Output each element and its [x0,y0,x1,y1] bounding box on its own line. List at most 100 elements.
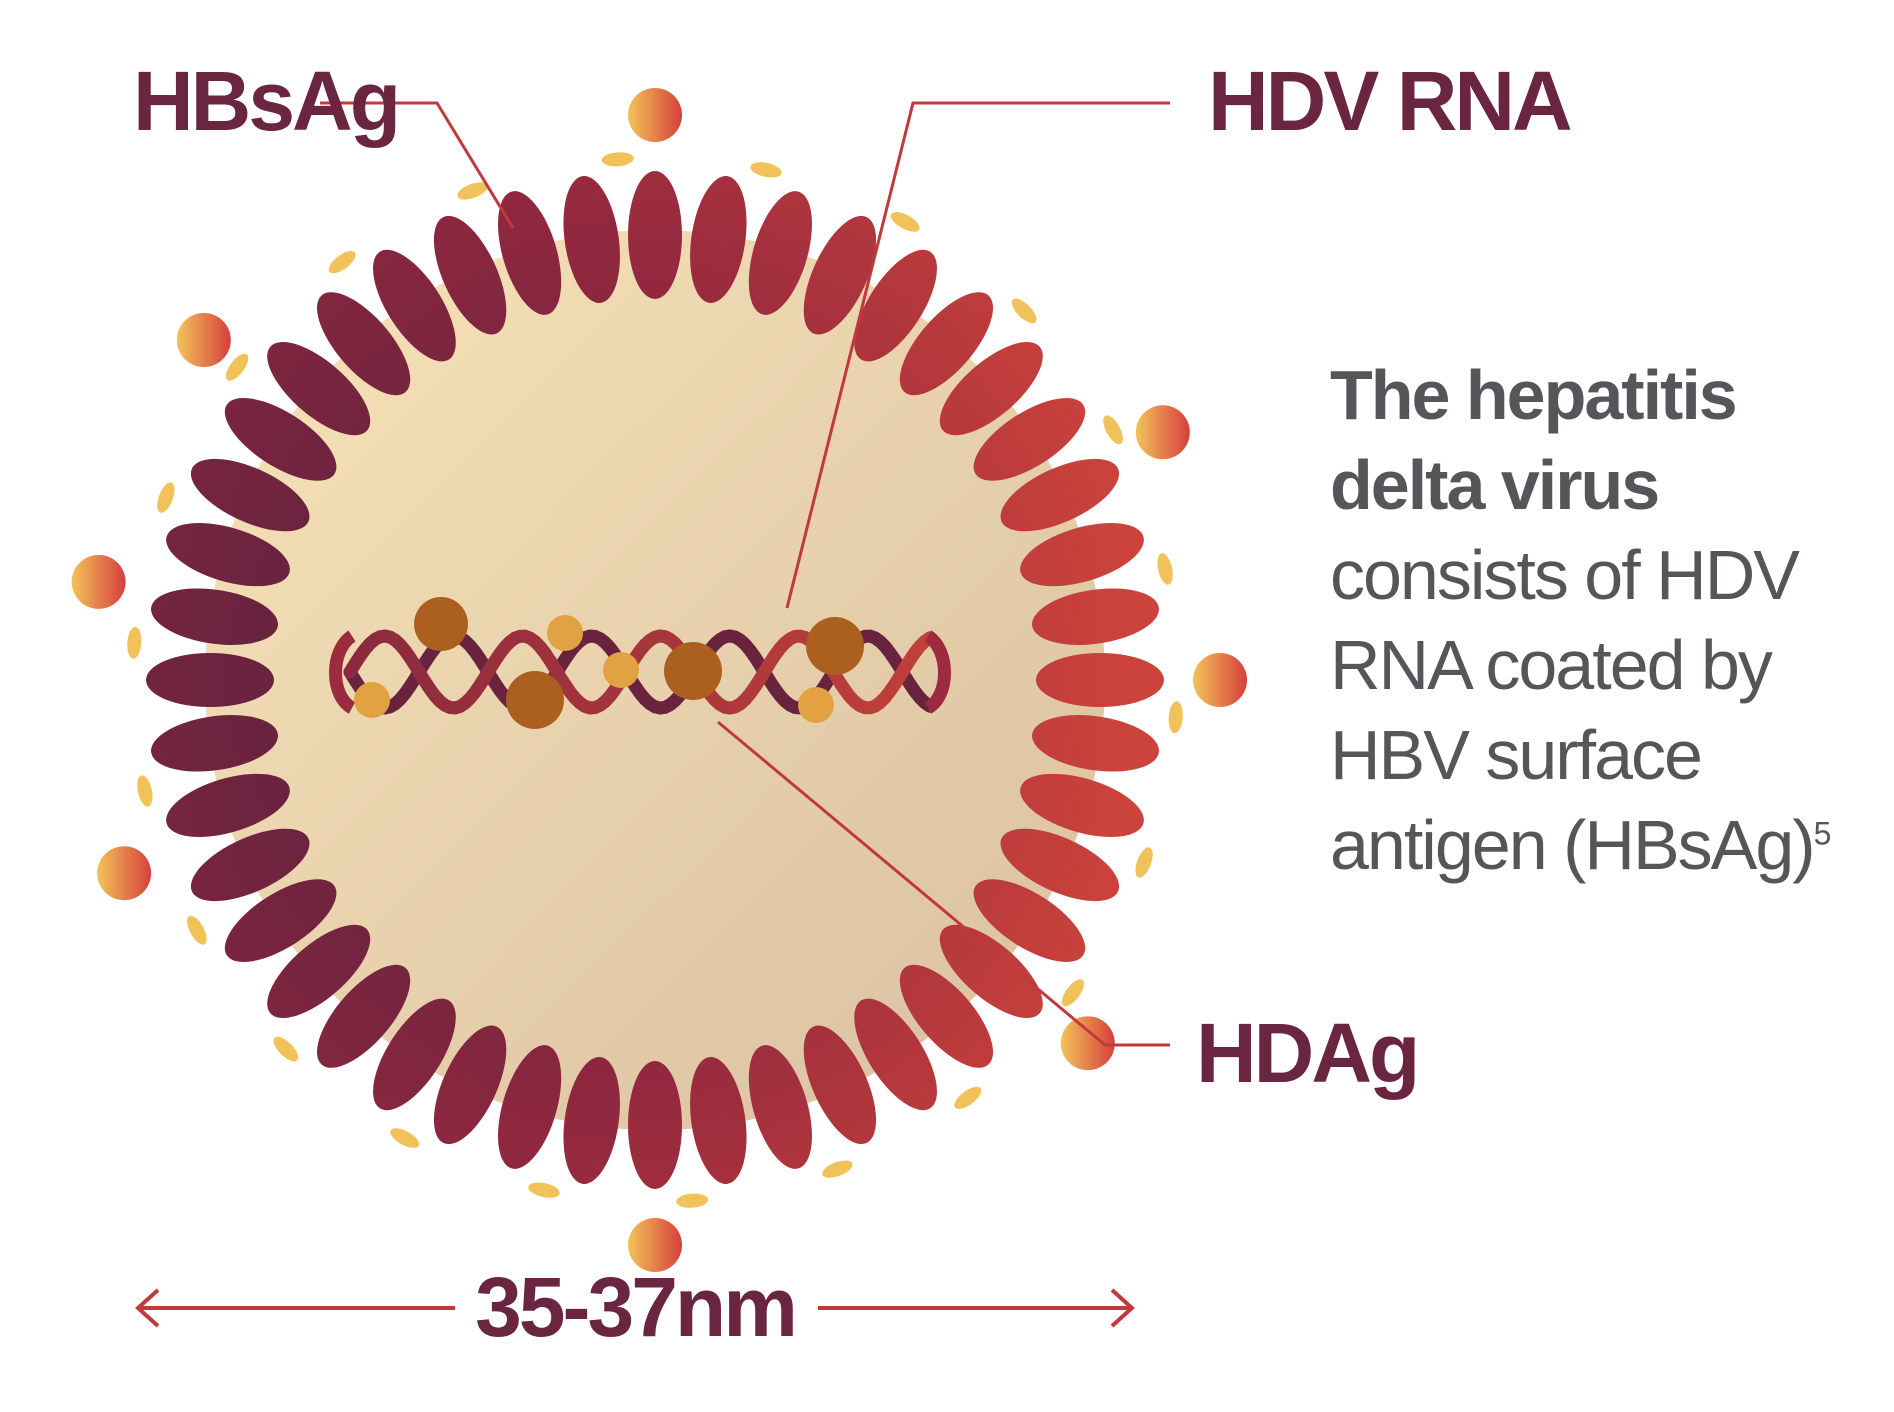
hbsag-spike [628,171,682,299]
hbsag-spike [690,176,747,303]
hdag-label: HDAg [1196,1006,1417,1100]
hbsag-bump [750,162,782,178]
hbsag-spikes [146,171,1164,1189]
hbsag-spike [1020,773,1144,837]
hbsag-bumps [127,152,1183,1208]
hdag-protein [603,652,639,688]
hbsag-spike [224,879,337,962]
hbsag-particle [71,554,126,609]
hbsag-spike [267,341,371,436]
hbsag-spike [563,1057,620,1184]
hbsag-spike [151,588,278,645]
hbsag-spike [899,292,994,396]
hbsag-bump [954,1086,982,1110]
hbsag-particle [1060,1016,1115,1071]
hbsag-spike [1020,523,1144,587]
hbsag-particle [628,88,682,142]
rna-end-cap [923,630,951,714]
description-body-line-2: RNA coated by [1330,626,1773,704]
hdag-leader-line [717,720,1170,1047]
hbsag-bump [1135,847,1153,878]
description-body-line-3: HBV surface [1330,716,1703,794]
hbsag-spike [1032,588,1159,645]
footnote-reference: 5 [1813,815,1832,852]
hbsag-spike [854,249,937,362]
description-body-line-4-wrap: antigen (HBsAg)5 [1330,800,1850,890]
hdag-protein [806,617,864,675]
hbsag-particle [97,846,152,901]
hbsag-bump [225,353,249,381]
hdag-protein [547,615,583,651]
hbsag-bump [601,152,634,167]
hbsag-spike [146,653,274,707]
hbsag-spike [1032,715,1159,772]
hbsag-spike [433,1025,507,1145]
description-text: The hepatitis delta virus consists of HD… [1330,350,1850,890]
hbsag-bump [273,1036,299,1062]
hbsag-bump [1011,298,1037,324]
hbsag-bump [390,1128,420,1148]
hbsag-bump [137,775,153,807]
hbsag-spike [748,191,812,315]
hbsag-spike [433,215,507,335]
hbsag-particle [1193,653,1247,707]
hbsag-spike [899,964,994,1068]
hbsag-particle [1135,405,1190,460]
hbsag-spike [628,1061,682,1189]
hbsag-spike [939,341,1043,436]
hbsag-spike [1000,458,1120,532]
hdag-protein [354,682,390,718]
hbsag-spike [498,191,562,315]
hdv-rna-label: HDV RNA [1208,54,1571,148]
hbsag-bump [822,1160,853,1178]
rna-end-cap [329,630,357,714]
hbsag-spike [373,249,456,362]
hbsag-spike [803,1025,877,1145]
hbsag-spike [166,523,290,587]
hdag-protein [664,642,722,700]
hbsag-spike [1036,653,1164,707]
hbsag-bump [157,482,175,513]
hbsag-spike [748,1045,812,1169]
hbsag-spike [316,292,411,396]
hbsag-spike [1000,828,1120,902]
hbsag-bump [127,626,142,659]
hbsag-spike [563,176,620,303]
description-body-line-4: antigen (HBsAg) [1330,806,1816,884]
hbsag-spike [267,924,371,1019]
hbsag-particle [176,313,231,367]
hdv-rna-helix [329,597,951,729]
hbsag-particles [71,88,1247,1272]
hbsag-bump [890,212,920,232]
hbsag-leader-line [320,101,515,229]
hbsag-spike [316,964,411,1068]
hbsag-bump [1103,415,1123,445]
hdag-protein [798,687,834,723]
hbsag-bump [676,1193,709,1208]
hbsag-bump [1157,553,1173,585]
hbsag-bump [187,915,207,945]
hbsag-spike [939,924,1043,1019]
hbsag-bump [1061,979,1085,1007]
hbsag-spike [854,998,937,1111]
hbsag-bump [457,182,488,200]
hbsag-bump [528,1182,560,1198]
hbsag-spike [373,998,456,1111]
hbsag-spike [224,398,337,481]
hbsag-particle [628,1218,682,1272]
virus-core [205,230,1105,1130]
hbsag-spike [190,828,310,902]
hbsag-spike [973,398,1086,481]
description-title-line-1: The hepatitis [1330,356,1738,434]
hbsag-spike [166,773,290,837]
description-body-line-1: consists of HDV [1330,536,1800,614]
hbsag-spike [973,879,1086,962]
size-arrow: 35-37nm [135,1260,1135,1354]
hdag-protein [414,597,468,651]
size-label: 35-37nm [475,1260,795,1354]
hbsag-spike [151,715,278,772]
hbsag-bump [1168,701,1183,734]
hbsag-label: HBsAg [133,54,398,148]
hbsag-spike [498,1045,562,1169]
